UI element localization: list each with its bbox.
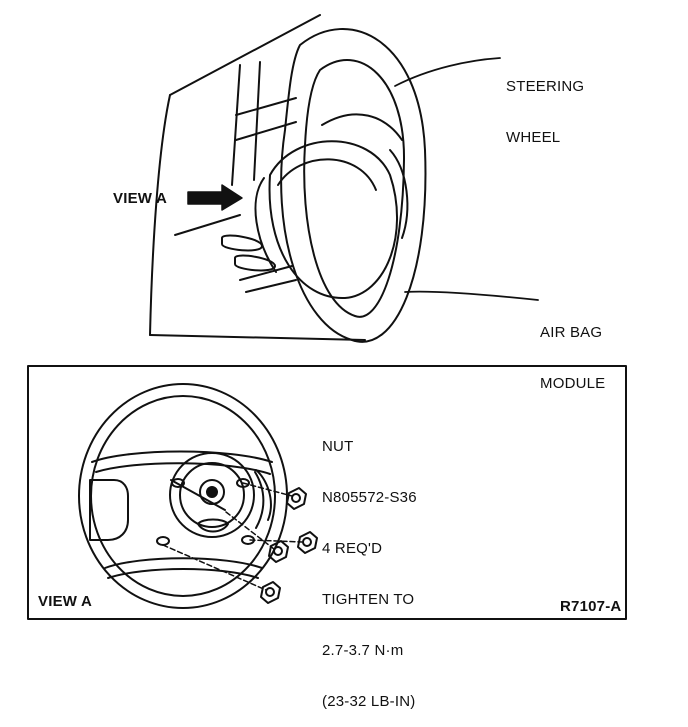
view-a-inset-frame — [27, 365, 627, 620]
nut-icons — [260, 487, 318, 604]
nut-leader-lines — [162, 482, 303, 591]
air-bag-module-label: AIR BAG MODULE — [540, 324, 606, 392]
figure-id-label: R7107-A — [560, 598, 622, 615]
view-a-arrow-label: VIEW A — [113, 190, 167, 207]
instrument-panel-drawing — [149, 14, 366, 341]
view-a-inset-label: VIEW A — [38, 593, 92, 610]
nut-icon — [297, 531, 318, 554]
nut-icon — [268, 540, 289, 563]
leader-lines — [394, 57, 539, 301]
view-a-arrow-icon — [187, 184, 243, 211]
nut-icon — [286, 487, 307, 510]
inset-steering-wheel-drawing — [78, 383, 288, 609]
steering-wheel-label: STEERING WHEEL — [506, 78, 585, 146]
nut-icon — [260, 581, 281, 604]
steering-wheel-airbag-diagram — [27, 14, 627, 620]
nut-specification-label: NUT N805572-S36 4 REQ'D TIGHTEN TO 2.7-3… — [322, 438, 417, 710]
steering-wheel-drawing — [268, 28, 427, 343]
